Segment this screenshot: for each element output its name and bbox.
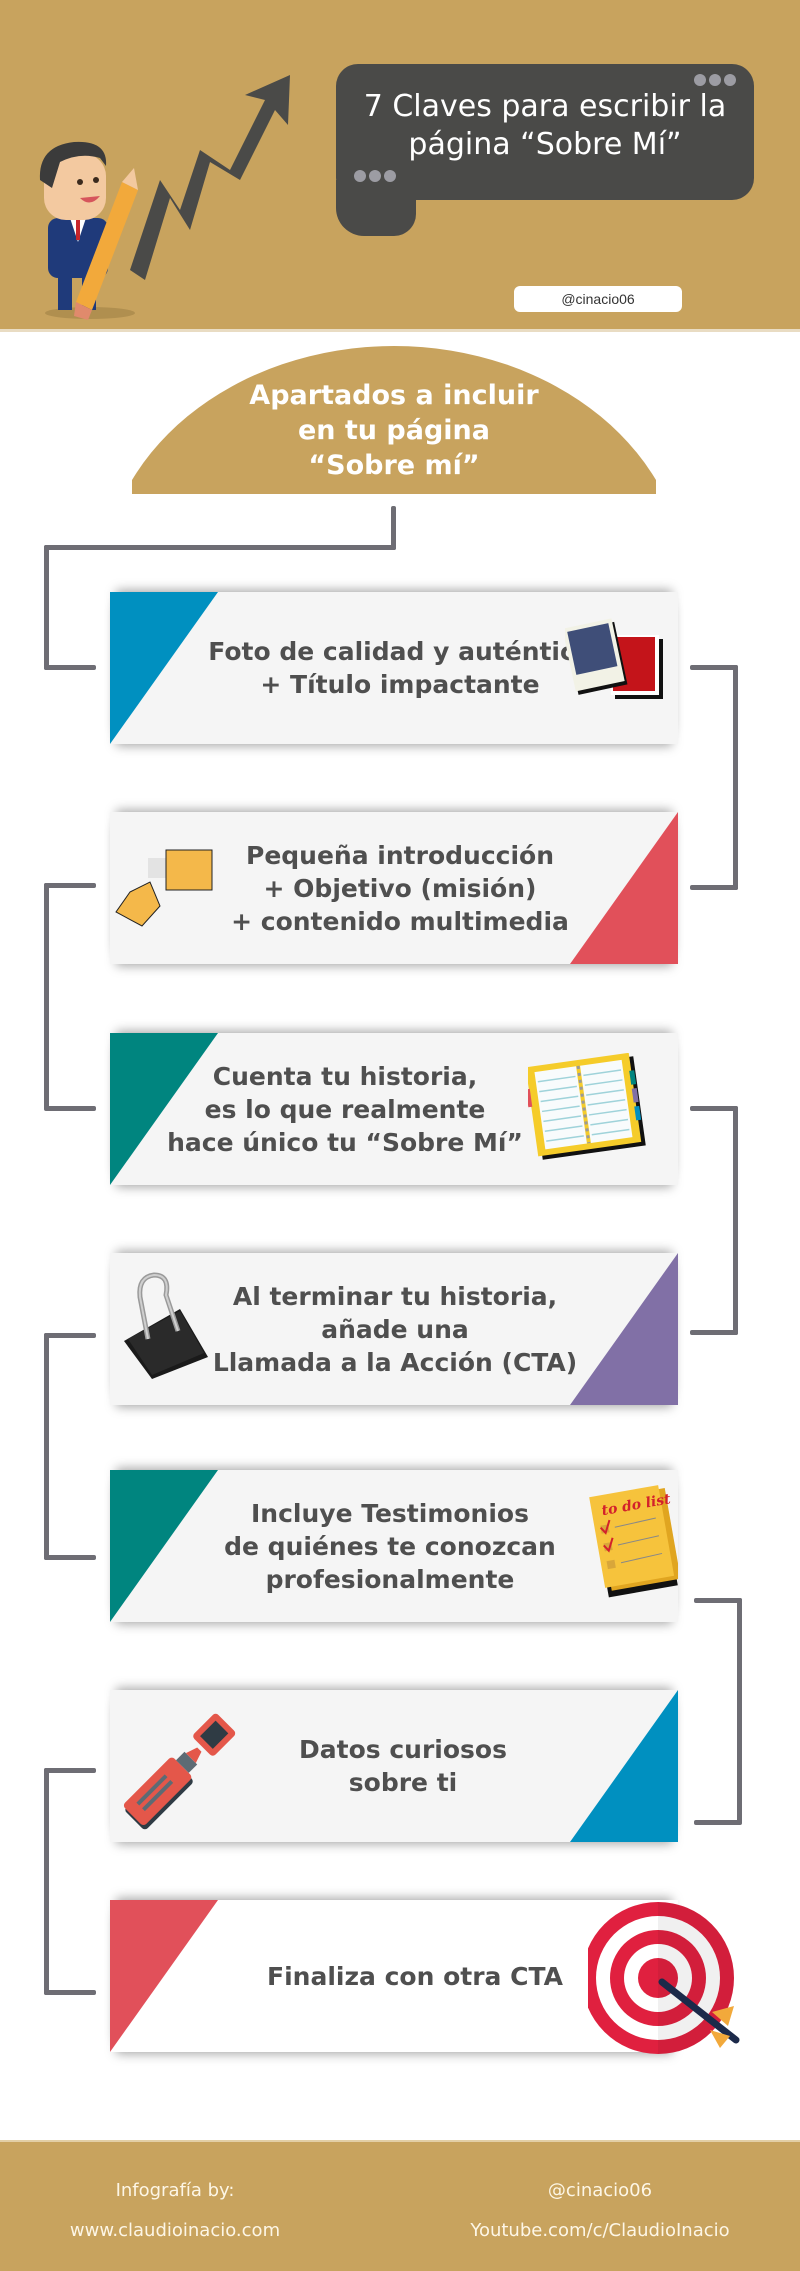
card-introduction: Pequeña introducción+ Objetivo (misión)+… (110, 812, 678, 964)
speech-bubble-tail (336, 180, 416, 236)
twitter-handle-badge[interactable]: @cinacio06 (514, 286, 682, 312)
footer-youtube-link[interactable]: Youtube.com/c/ClaudioInacio (470, 2220, 730, 2241)
ellipsis-dots-icon (354, 170, 396, 182)
binder-clip-icon (124, 1272, 208, 1379)
accent-triangle (110, 1900, 218, 2052)
accent-triangle (110, 1470, 218, 1622)
page-title: 7 Claves para escribir la página “Sobre … (336, 88, 754, 164)
ellipsis-dots-icon (694, 74, 736, 86)
card-photo-title: Foto de calidad y auténtica+ Título impa… (110, 592, 678, 744)
card-text: Pequeña introducción+ Objetivo (misión)+… (231, 840, 569, 936)
card-fun-facts: Datos curiosos sobre ti (110, 1690, 678, 1842)
highlighter-icon (123, 1713, 236, 1830)
title-speech-bubble (336, 64, 754, 200)
notebook-icon (528, 1053, 646, 1160)
footer: Infografía by: www.claudioinacio.com @ci… (0, 2140, 800, 2271)
accent-triangle (570, 812, 678, 964)
heading-line-1: Apartados a incluir (249, 380, 539, 411)
section-heading-dome (132, 346, 656, 494)
title-line-2: página “Sobre Mí” (408, 127, 682, 162)
heading-line-2: en tu página (297, 415, 491, 446)
usb-drive-icon (115, 849, 213, 927)
accent-triangle (570, 1253, 678, 1405)
businessman-pencil-illustration-icon (39, 75, 290, 320)
header-banner: 7 Claves para escribir la página “Sobre … (0, 0, 800, 332)
todo-list-icon: to do list (589, 1485, 678, 1598)
footer-credit-label: Infografía by: (115, 2180, 235, 2201)
accent-triangle (110, 592, 218, 744)
card-text: Datos curiosos sobre ti (299, 1735, 507, 1797)
photos-icon (565, 618, 663, 699)
target-icon (588, 1902, 740, 2054)
footer-twitter-handle[interactable]: @cinacio06 (547, 2180, 653, 2201)
card-text: Foto de calidad y auténtica+ Título impa… (208, 637, 592, 699)
card-text: Finaliza con otra CTA (267, 1961, 563, 1991)
heading-line-3: “Sobre mí” (308, 450, 480, 481)
card-final-cta: Finaliza con otra CTA (110, 1900, 678, 2052)
header-divider (0, 329, 800, 332)
accent-triangle (110, 1033, 218, 1185)
accent-triangle (570, 1690, 678, 1842)
footer-website-link[interactable]: www.claudioinacio.com (69, 2220, 281, 2241)
section-heading: Apartados a incluir en tu página “Sobre … (132, 378, 656, 483)
title-line-1: 7 Claves para escribir la (363, 89, 727, 124)
